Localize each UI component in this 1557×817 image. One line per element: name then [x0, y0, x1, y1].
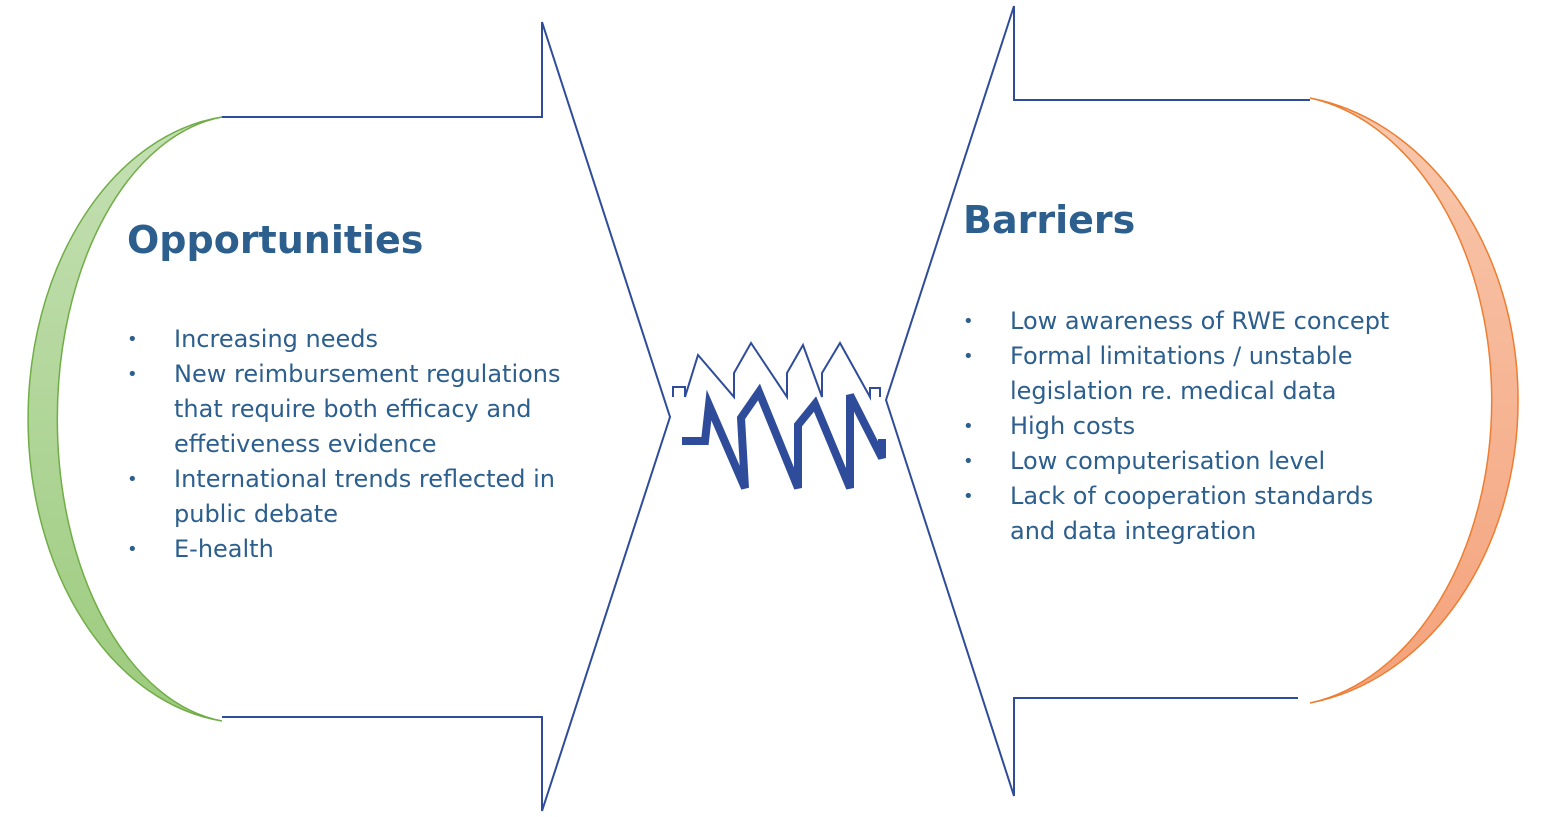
opportunities-arrow-outline — [222, 21, 672, 812]
opportunities-item: Increasing needs — [127, 322, 607, 357]
tension-zigzag-icon — [672, 341, 886, 490]
tension-zigzag-thin — [672, 341, 881, 401]
barriers-item: Formal limitations / unstable legislatio… — [963, 339, 1433, 409]
tension-zigzag-thick — [682, 383, 886, 490]
barriers-list: Low awareness of RWE concept Formal limi… — [963, 304, 1433, 549]
opportunities-item: International trends reflected in public… — [127, 462, 607, 532]
barriers-title: Barriers — [963, 198, 1136, 242]
barriers-ring — [1309, 97, 1519, 704]
opportunities-ring — [27, 116, 223, 722]
barriers-item: High costs — [963, 409, 1433, 444]
barriers-item: Lack of cooperation standards and data i… — [963, 479, 1433, 549]
opportunities-list: Increasing needs New reimbursement regul… — [127, 322, 607, 567]
barriers-item: Low awareness of RWE concept — [963, 304, 1433, 339]
opportunities-item: E-health — [127, 532, 607, 567]
opportunities-item: New reimbursement regulations that requi… — [127, 357, 607, 462]
barriers-item: Low computerisation level — [963, 444, 1433, 479]
opportunities-title: Opportunities — [127, 218, 424, 262]
barriers-arrow-outline — [884, 5, 1310, 797]
